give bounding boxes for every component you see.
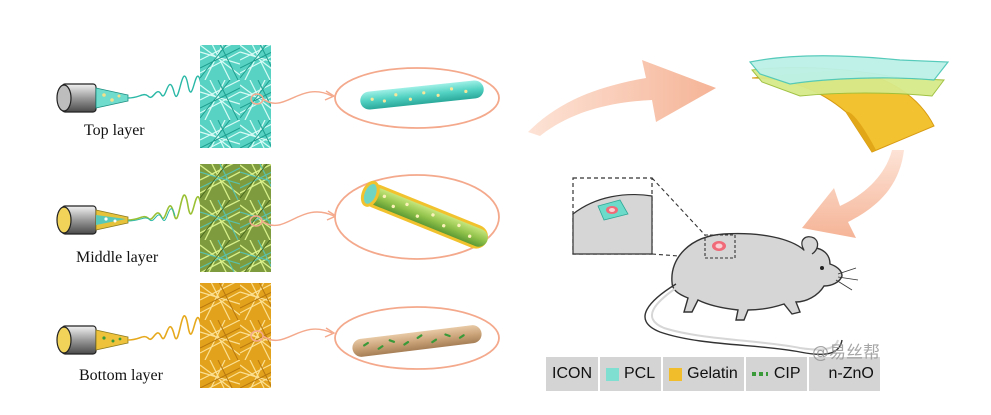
middle-jet	[127, 194, 203, 221]
bottom-layer-label: Bottom layer	[79, 367, 163, 384]
down-arrow-icon	[802, 150, 904, 238]
mouse-illustration	[572, 177, 859, 356]
trilayer-film-icon	[748, 55, 950, 153]
top-jet	[127, 75, 203, 99]
watermark: @易丝帮	[812, 343, 880, 363]
top-layer-label: Top layer	[84, 122, 145, 139]
top-layer-row	[56, 45, 500, 148]
legend-item-cip: CIP	[746, 357, 809, 391]
top-nozzle-icon	[56, 83, 129, 113]
middle-fiber-mat	[200, 164, 271, 272]
middle-layer-row	[56, 164, 500, 272]
legend-title: ICON	[546, 357, 600, 391]
bottom-single-fiber	[352, 325, 482, 357]
legend-item-pcl: PCL	[600, 357, 664, 391]
pcl-swatch-icon	[606, 367, 619, 381]
gelatin-swatch-icon	[669, 367, 683, 381]
legend-item-nzno: n-ZnO	[828, 365, 874, 382]
curved-arrow-icon	[528, 60, 716, 136]
wound-inset	[572, 177, 653, 255]
legend-item-gelatin: Gelatin	[663, 357, 746, 391]
top-single-fiber	[360, 80, 484, 110]
bottom-nozzle-icon	[56, 325, 129, 355]
middle-layer-label: Middle layer	[76, 249, 159, 266]
middle-single-fiber	[360, 180, 488, 249]
top-fiber-mat	[200, 45, 271, 148]
legend: ICON PCL Gelatin CIP n-ZnO	[546, 357, 880, 391]
bottom-jet	[127, 315, 203, 341]
bottom-layer-row	[56, 283, 500, 388]
middle-nozzle-icon	[56, 205, 129, 235]
cip-dash-icon	[751, 372, 768, 376]
bottom-fiber-mat	[200, 283, 271, 388]
